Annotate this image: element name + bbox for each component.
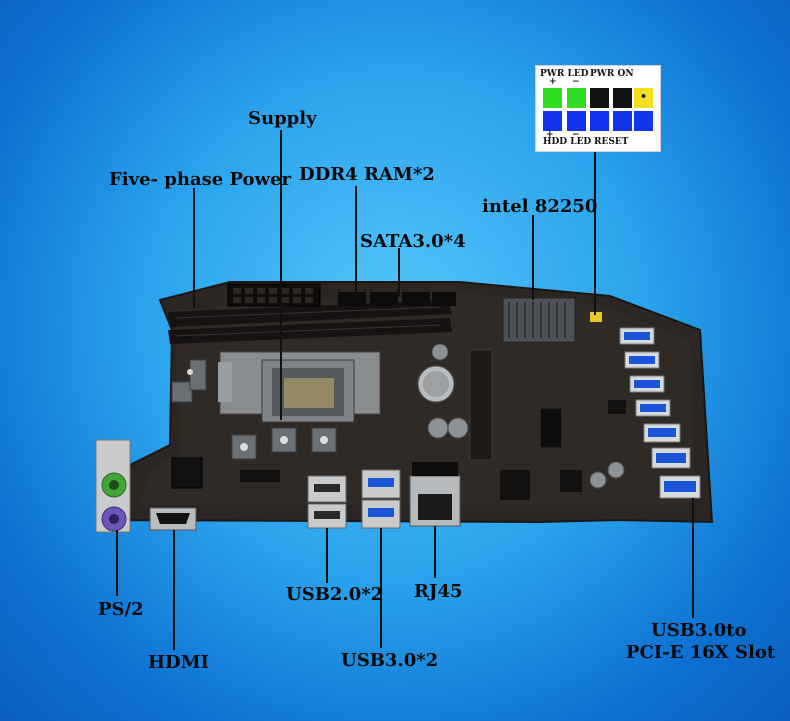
usb30-to-label-line1: USB3.0to [651,620,747,641]
usb30-label: USB3.0*2 [341,650,439,671]
leader-ddr4-a [355,186,357,296]
chipset-heatsink [502,297,576,343]
intel-label: intel 82250 [482,196,598,217]
usb3-column [619,327,701,499]
pin-dot: • [640,90,648,103]
sata-connectors [338,292,456,306]
pin-black-1 [590,88,609,108]
leader-hdmi [173,530,175,650]
leader-usb30-to [692,498,694,618]
plus-top: + [549,77,557,87]
sata-label: SATA3.0*4 [360,231,466,252]
pin-blue-3 [590,111,609,131]
leader-sata [398,248,400,296]
minus-bottom: − [572,130,580,140]
leader-ps2 [116,530,118,596]
pin-black-2 [613,88,632,108]
front-panel-pinout: PWR LED PWR ON + − • + − HDD LED RESET [535,65,661,152]
pwr-on-text: PWR ON [590,69,634,79]
leader-five-phase [193,188,195,308]
supply-label: Supply [248,108,317,129]
ps2-ports [95,439,131,533]
pin-green-1 [543,88,562,108]
usb30-to-label-line2: PCI-E 16X Slot [626,642,776,663]
rj45-label: RJ45 [414,581,463,602]
cpu-socket [218,351,381,423]
ddr4-ram-label: DDR4 RAM*2 [299,164,435,185]
usb3-ports [361,469,401,529]
usb2-ports [307,475,347,529]
pin-green-2 [567,88,586,108]
pin-blue-5 [634,111,653,131]
leader-supply [280,130,282,420]
pwr-led-text: PWR LED [540,69,589,79]
leader-rj45 [434,526,436,578]
leader-usb30 [380,528,382,648]
ps2-label: PS/2 [98,599,144,620]
pin-blue-2 [567,111,586,131]
five-phase-power-label: Five- phase Power [109,169,291,190]
dimm-slots [168,300,452,344]
plus-bottom: + [546,130,554,140]
pin-blue-1 [543,111,562,131]
reset-text: RESET [594,137,629,147]
pin-header [469,349,493,461]
pin-yellow: • [634,88,653,108]
leader-usb20 [326,528,328,583]
minus-top: − [572,77,580,87]
leader-panel [594,150,596,315]
pin-blue-4 [613,111,632,131]
usb20-label: USB2.0*2 [286,584,384,605]
hdmi-label: HDMI [148,652,209,673]
leader-intel [532,215,534,300]
hdd-led-text: HDD LED [543,137,592,147]
